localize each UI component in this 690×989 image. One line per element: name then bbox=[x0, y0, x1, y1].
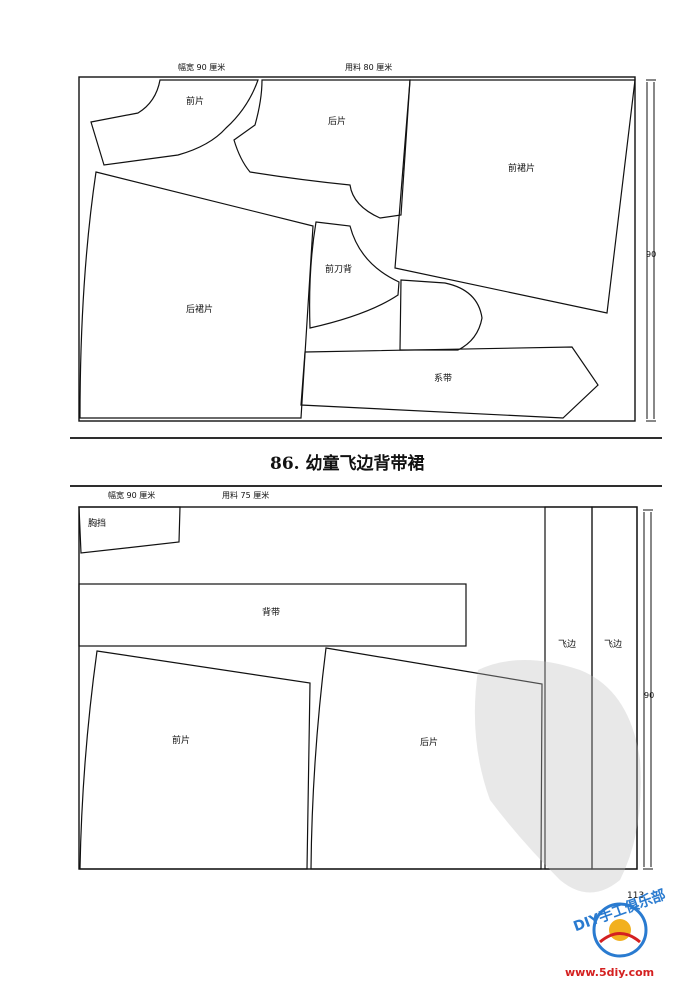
layout-1: 幅宽 90 厘米 用料 80 厘米 90 前片 后片 前裙片 后裙片 前刀背 bbox=[78, 62, 656, 422]
layout1-label-front: 前片 bbox=[186, 95, 204, 107]
layout-2: 幅宽 90 厘米 用料 75 厘米 90 胸挡 背带 飞边 飞边 前片 后片 bbox=[78, 490, 654, 870]
layout1-piece-pocket bbox=[399, 279, 483, 351]
layout1-label-tie: 系带 bbox=[434, 373, 452, 384]
layout1-piece-tie bbox=[300, 346, 599, 419]
layout2-label-ruffle-2: 飞边 bbox=[604, 639, 622, 650]
layout1-piece-front-skirt bbox=[394, 79, 636, 314]
layout2-height-label: 90 bbox=[644, 691, 654, 700]
layout1-height-label: 90 bbox=[646, 250, 656, 259]
layout2-piece-bib bbox=[78, 506, 181, 554]
layout1-piece-front bbox=[90, 79, 259, 166]
layout1-height-dimension: 90 bbox=[646, 79, 656, 422]
layout2-label-front: 前片 bbox=[172, 734, 190, 746]
layout2-piece-ruffle-2 bbox=[591, 506, 638, 870]
layout2-height-dimension: 90 bbox=[643, 509, 654, 870]
layout2-piece-front bbox=[79, 650, 311, 870]
club-logo: DIY手工俱乐部 www.5diy.com bbox=[565, 886, 668, 979]
club-logo-swoosh-icon bbox=[599, 932, 641, 944]
club-logo-ring bbox=[592, 902, 648, 958]
page-title: 86. 幼童飞边背带裙 bbox=[270, 453, 425, 474]
layout1-piece-back bbox=[233, 79, 411, 219]
layout1-fabric-label: 用料 80 厘米 bbox=[345, 62, 392, 72]
layout2-label-back: 后片 bbox=[420, 736, 438, 748]
layout1-label-front-skirt: 前裙片 bbox=[508, 162, 535, 174]
layout2-label-bib: 胸挡 bbox=[88, 517, 106, 529]
club-url: www.5diy.com bbox=[565, 966, 654, 979]
seal-watermark bbox=[474, 660, 641, 893]
layout1-piece-front-side bbox=[309, 221, 400, 329]
layout2-label-ruffle-1: 飞边 bbox=[558, 639, 576, 650]
layout2-label-strap: 背带 bbox=[262, 606, 280, 618]
layout2-piece-back bbox=[310, 647, 543, 870]
page-number: 113 bbox=[627, 891, 644, 901]
layout1-fabric-frame bbox=[78, 76, 636, 422]
layout2-fabric-label: 用料 75 厘米 bbox=[222, 490, 269, 500]
layout1-label-front-side: 前刀背 bbox=[325, 263, 352, 275]
layout1-piece-back-skirt bbox=[79, 171, 314, 419]
layout1-label-back: 后片 bbox=[328, 115, 346, 127]
layout1-label-back-skirt: 后裙片 bbox=[186, 303, 213, 315]
layout2-piece-strap bbox=[78, 583, 467, 647]
layout2-width-label: 幅宽 90 厘米 bbox=[108, 490, 155, 500]
layout1-width-label: 幅宽 90 厘米 bbox=[178, 62, 225, 72]
